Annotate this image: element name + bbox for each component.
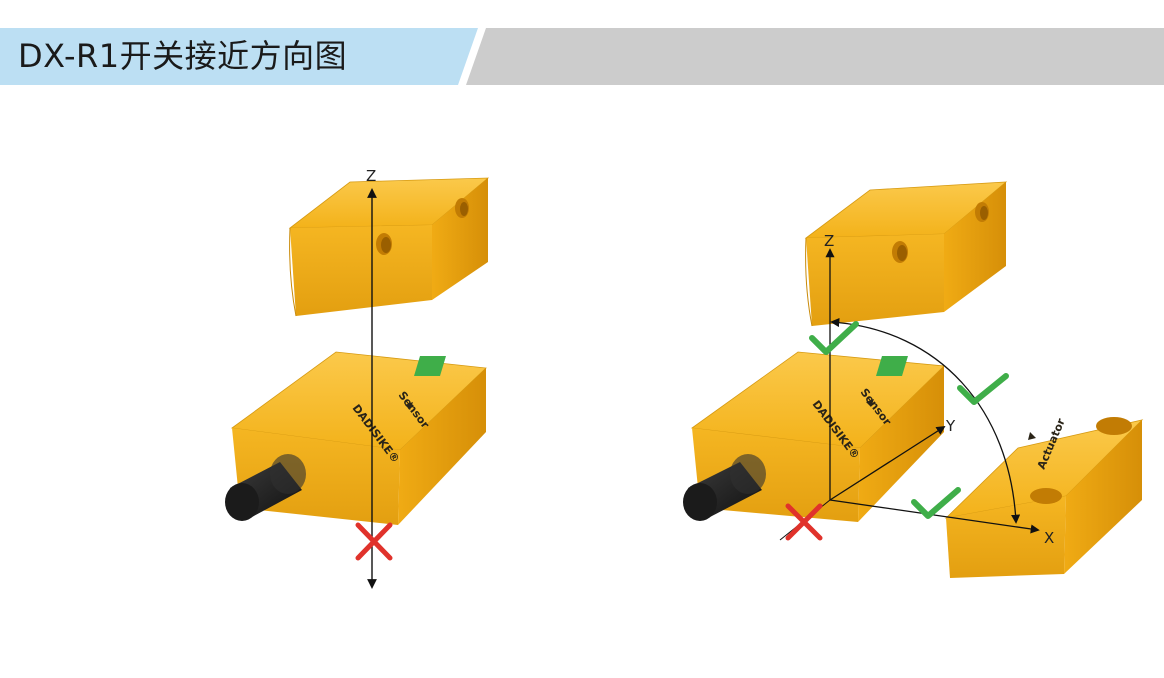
left-sensor-block: DADISIKE® Sensor	[225, 351, 487, 525]
header-bar	[0, 28, 1164, 85]
mount-hole	[1030, 488, 1062, 504]
left-diagram: DADISIKE® Sensor Z	[225, 167, 490, 589]
approach-arc	[830, 318, 1021, 524]
right-z-axis-label: Z	[824, 232, 834, 250]
right-diagram: DADISIKE® Sensor Actuator	[683, 181, 1144, 578]
check-mark-icon	[911, 487, 961, 519]
right-side-actuator-block: Actuator	[944, 416, 1144, 578]
cross-mark-icon	[355, 522, 393, 561]
check-mark-icon	[957, 373, 1009, 405]
right-actuator-block	[804, 181, 1008, 327]
page-title: DX-R1开关接近方向图	[18, 37, 348, 75]
left-actuator-block	[288, 177, 490, 317]
left-z-axis-label: Z	[366, 167, 376, 185]
cross-mark-icon	[785, 503, 823, 541]
sensor-cable	[683, 454, 766, 521]
check-mark-icon	[809, 321, 859, 355]
right-y-axis-label: Y	[945, 417, 956, 435]
header-accent	[0, 28, 478, 85]
right-x-axis-label: X	[1044, 529, 1054, 547]
mount-hole	[1096, 417, 1132, 435]
right-sensor-block: DADISIKE® Sensor	[683, 351, 945, 522]
sensor-cable	[225, 454, 306, 521]
indicator-led	[414, 356, 446, 376]
header-gray	[466, 28, 1164, 85]
